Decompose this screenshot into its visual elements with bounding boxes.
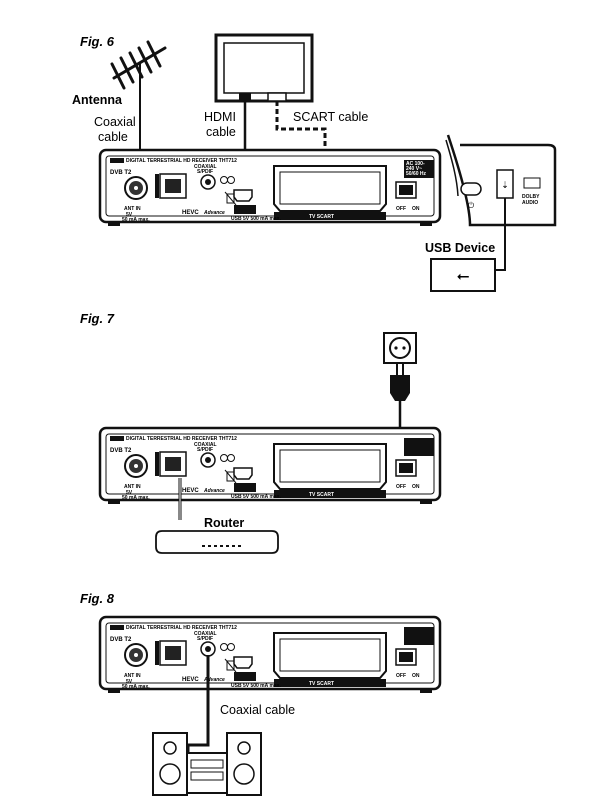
svg-text:⏻: ⏻ — [468, 201, 475, 210]
dolby-label-2: AUDIO — [522, 200, 538, 206]
fig8-title: Fig. 8 — [80, 591, 115, 606]
svg-text:50 mA max.: 50 mA max. — [122, 684, 150, 690]
svg-text:5V: 5V — [126, 212, 133, 218]
svg-text:S/PDIF: S/PDIF — [197, 636, 213, 642]
router-label: Router — [204, 516, 244, 530]
svg-text:ANT IN: ANT IN — [124, 484, 141, 490]
usb-device-icon: ⭠ — [430, 258, 496, 292]
svg-text:TV SCART: TV SCART — [309, 214, 334, 220]
receiver-rear-panel-fig7: DIGITAL TERRESTRIAL HD RECEIVER THT712 D… — [98, 426, 442, 506]
svg-text:HEVC: HEVC — [182, 677, 199, 683]
svg-text:DIGITAL TERRESTRIAL HD RECEIVE: DIGITAL TERRESTRIAL HD RECEIVER THT712 — [126, 625, 237, 631]
svg-text:DVB T2: DVB T2 — [110, 170, 132, 176]
svg-text:DVB T2: DVB T2 — [110, 637, 132, 643]
svg-text:TV SCART: TV SCART — [309, 681, 334, 687]
router-icon — [155, 530, 279, 554]
svg-text:S/PDIF: S/PDIF — [197, 447, 213, 453]
svg-text:HEVC: HEVC — [182, 488, 199, 494]
antenna-label: Antenna — [72, 93, 123, 107]
fig7-title: Fig. 7 — [80, 311, 115, 326]
svg-text:TV SCART: TV SCART — [309, 492, 334, 498]
svg-text:DIGITAL TERRESTRIAL HD RECEIVE: DIGITAL TERRESTRIAL HD RECEIVER THT712 — [126, 158, 237, 164]
svg-text:ON: ON — [412, 673, 420, 679]
svg-text:COAXIAL: COAXIAL — [194, 631, 217, 637]
coaxial-cable-label-line1: Coaxial — [94, 115, 136, 129]
usb-device-label: USB Device — [425, 241, 495, 255]
svg-text:ON: ON — [412, 206, 420, 212]
speaker-system-icon — [152, 732, 262, 796]
svg-text:OFF: OFF — [396, 206, 406, 212]
svg-text:⭠: ⭠ — [457, 266, 470, 285]
svg-text:HEVC: HEVC — [182, 210, 199, 216]
svg-text:ON: ON — [412, 484, 420, 490]
svg-text:240 V~: 240 V~ — [406, 166, 422, 172]
svg-text:⇣: ⇣ — [501, 181, 509, 191]
svg-text:DIGITAL TERRESTRIAL HD RECEIVE: DIGITAL TERRESTRIAL HD RECEIVER THT712 — [126, 436, 237, 442]
svg-text:5V: 5V — [126, 490, 133, 496]
svg-text:Advance: Advance — [203, 488, 225, 494]
coaxial-audio-cable-label: Coaxial cable — [220, 703, 295, 717]
svg-text:AC 100-: AC 100- — [406, 161, 425, 167]
svg-text:50 mA max.: 50 mA max. — [122, 495, 150, 501]
svg-text:ANT IN: ANT IN — [124, 673, 141, 679]
svg-text:Advance: Advance — [203, 677, 225, 683]
svg-text:50/60 Hz: 50/60 Hz — [406, 171, 427, 177]
svg-text:S/PDIF: S/PDIF — [197, 169, 213, 175]
fig6-title: Fig. 6 — [80, 34, 115, 49]
svg-text:OFF: OFF — [396, 673, 406, 679]
hdmi-cable-label-line1: HDMI — [204, 110, 236, 124]
receiver-rear-panel-fig6: DIGITAL TERRESTRIAL HD RECEIVER THT712 D… — [98, 148, 442, 228]
coaxial-cable-label-line2: cable — [98, 130, 128, 144]
scart-cable-label: SCART cable — [293, 110, 368, 124]
wall-socket-icon — [383, 332, 417, 364]
dolby-label-1: DOLBY — [522, 194, 540, 200]
svg-text:50 mA max.: 50 mA max. — [122, 217, 150, 223]
svg-text:COAXIAL: COAXIAL — [194, 164, 217, 170]
svg-text:ANT IN: ANT IN — [124, 206, 141, 212]
tv-icon — [214, 33, 314, 103]
svg-text:COAXIAL: COAXIAL — [194, 442, 217, 448]
svg-text:5V: 5V — [126, 679, 133, 685]
svg-text:DVB T2: DVB T2 — [110, 448, 132, 454]
svg-text:USB 5V 500 mA max.: USB 5V 500 mA max. — [231, 494, 281, 500]
hdmi-cable-label-line2: cable — [206, 125, 236, 139]
svg-text:USB 5V 500 mA max.: USB 5V 500 mA max. — [231, 216, 281, 222]
receiver-rear-panel-fig8: DIGITAL TERRESTRIAL HD RECEIVER THT712 D… — [98, 615, 442, 695]
svg-text:USB 5V 500 mA max.: USB 5V 500 mA max. — [231, 683, 281, 689]
usb-cable — [495, 198, 506, 271]
svg-text:OFF: OFF — [396, 484, 406, 490]
receiver-side-panel: ⏻ ⇣ DOLBY AUDIO — [445, 134, 557, 227]
svg-text:Advance: Advance — [203, 210, 225, 216]
